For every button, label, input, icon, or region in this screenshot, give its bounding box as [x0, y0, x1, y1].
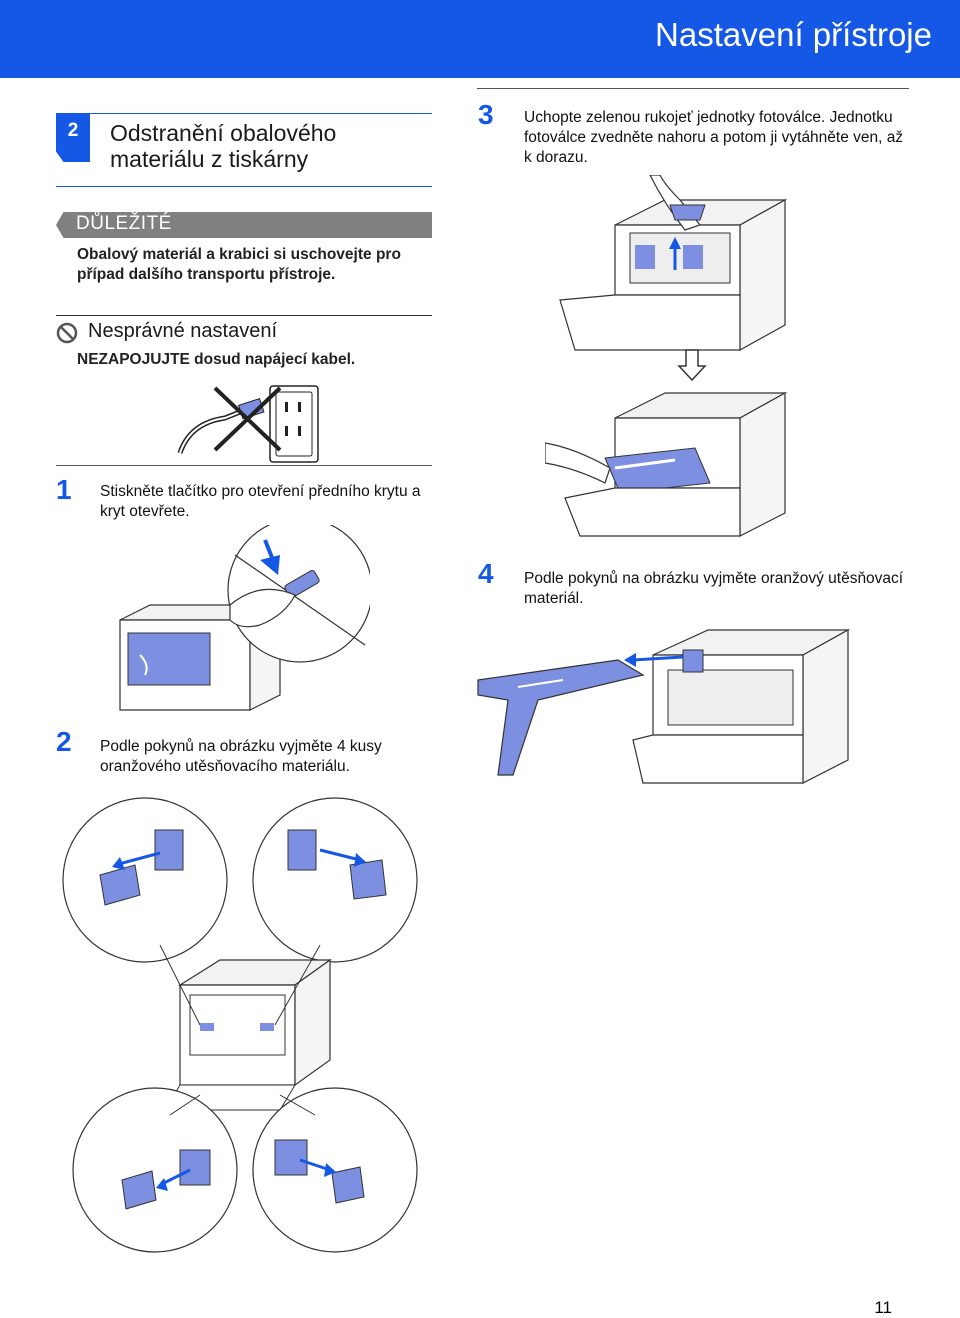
step4-number: 4 — [478, 558, 494, 589]
wrong-setup-title: Nesprávné nastavení — [88, 320, 278, 342]
header-bar — [0, 0, 960, 78]
step3-drum-illustration-bottom — [545, 391, 788, 537]
section-number-badge: 2 — [56, 114, 90, 162]
prohibited-icon — [56, 322, 78, 344]
step1-printer-illustration — [119, 525, 370, 711]
step2-packing-illustration — [62, 797, 418, 1253]
step3-text: Uchopte zelenou rukojeť jednotky fotovál… — [524, 109, 904, 166]
step1-rule — [56, 465, 432, 466]
power-cord-illustration — [177, 385, 319, 463]
step1-text: Stiskněte tlačítko pro otevření předního… — [100, 483, 421, 520]
step4-text: Podle pokynů na obrázku vyjměte oranžový… — [524, 570, 904, 607]
down-arrow-icon — [677, 349, 707, 382]
page-number: 11 — [874, 1298, 892, 1317]
page-header-title: Nastavení přístroje — [655, 16, 932, 53]
important-label: DŮLEŽITÉ — [76, 213, 172, 234]
important-bar — [56, 212, 432, 238]
wrong-setup-rule — [56, 315, 432, 316]
section-top-rule — [56, 113, 432, 114]
section-bottom-rule — [56, 186, 432, 187]
step1-number: 1 — [56, 474, 72, 505]
step3-rule — [477, 88, 909, 89]
wrong-setup-text: NEZAPOJUJTE dosud napájecí kabel. — [77, 351, 356, 368]
step3-number: 3 — [478, 99, 494, 130]
important-text: Obalový materiál a krabici si uschovejte… — [77, 246, 401, 283]
step2-number: 2 — [56, 726, 72, 757]
step4-packing-illustration — [477, 628, 851, 784]
step3-drum-illustration-top — [559, 175, 788, 352]
section-title: Odstranění obalového materiálu z tiskárn… — [110, 120, 337, 172]
step2-text: Podle pokynů na obrázku vyjměte 4 kusy o… — [100, 738, 382, 775]
